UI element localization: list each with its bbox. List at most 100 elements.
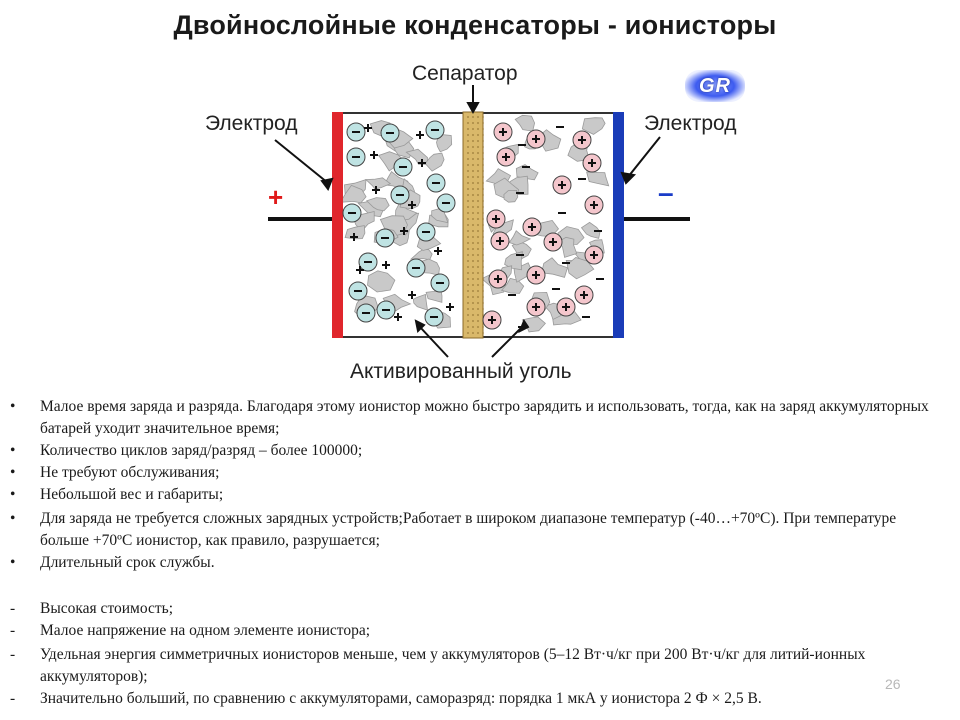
separator-grain (472, 134, 474, 136)
bullet-marker: • (10, 486, 16, 503)
separator-grain (467, 188, 469, 190)
separator-grain (472, 194, 474, 196)
carbon-particle (586, 171, 610, 187)
cation-ion (522, 217, 542, 237)
separator-grain (467, 170, 469, 172)
separator-grain (467, 218, 469, 220)
separator-grain (472, 224, 474, 226)
separator-grain (477, 296, 479, 298)
anion-ion (393, 157, 413, 177)
anion-ion (424, 307, 444, 327)
separator-grain (477, 212, 479, 214)
carbon-particle (424, 152, 445, 172)
separator-grain (467, 212, 469, 214)
separator-grain (467, 248, 469, 250)
cation-ion (582, 153, 602, 173)
separator-grain (477, 248, 479, 250)
disadvantage-text: Значительно больший, по сравнению с акку… (40, 690, 762, 707)
minus-terminal-sign: – (658, 177, 674, 208)
surface-plus-charge (446, 303, 454, 311)
separator-grain (477, 320, 479, 322)
carbon-particle (365, 197, 390, 212)
separator-grain (477, 260, 479, 262)
logo-text: GR (699, 74, 731, 97)
surface-plus-charge (418, 159, 426, 167)
separator-grain (472, 146, 474, 148)
advantage-text: Небольшой вес и габариты; (40, 486, 224, 503)
separator-grain (482, 182, 484, 184)
advantage-text: Малое время заряда и разряда. Благодаря … (40, 398, 929, 437)
separator-grain (472, 182, 474, 184)
carbon-particle (511, 241, 532, 261)
separator-grain (482, 260, 484, 262)
bullet-marker: • (10, 442, 16, 459)
separator-grain (467, 164, 469, 166)
separator-grain (472, 308, 474, 310)
separator-grain (467, 302, 469, 304)
separator-grain (482, 230, 484, 232)
separator-grain (482, 296, 484, 298)
disadvantage-text: Малое напряжение на одном элементе ионис… (40, 622, 371, 639)
surface-plus-charge (408, 291, 416, 299)
bullet-marker: • (10, 510, 16, 527)
surface-plus-charge (350, 233, 358, 241)
separator-grain (472, 296, 474, 298)
anion-ion (380, 123, 400, 143)
separator-grain (477, 158, 479, 160)
page-number: 26 (885, 676, 901, 692)
separator-grain (477, 278, 479, 280)
carbon-particle (344, 225, 366, 240)
separator-grain (472, 236, 474, 238)
separator-grain (472, 122, 474, 124)
separator-grain (477, 326, 479, 328)
separator-grain (467, 182, 469, 184)
separator-label: Сепаратор (412, 62, 518, 85)
cation-ion (552, 175, 572, 195)
separator-grain (467, 116, 469, 118)
separator-grain (482, 188, 484, 190)
separator-grain (467, 326, 469, 328)
separator-grain (467, 140, 469, 142)
separator-grain (477, 272, 479, 274)
separator-grain (472, 170, 474, 172)
separator-grain (467, 200, 469, 202)
anion-ion (356, 303, 376, 323)
separator-grain (482, 248, 484, 250)
separator-grain (477, 236, 479, 238)
separator-grain (482, 284, 484, 286)
carbon-particle (367, 270, 396, 293)
separator-grain (482, 152, 484, 154)
cation-ion (574, 285, 594, 305)
separator-grain (482, 224, 484, 226)
separator-grain (467, 152, 469, 154)
carbon-particle (580, 221, 601, 239)
separator-grain (482, 314, 484, 316)
surface-plus-charge (372, 186, 380, 194)
disadvantage-text: Удельная энергия симметричных ионисторов… (40, 646, 866, 685)
separator-grain (472, 242, 474, 244)
carbon-particle (364, 177, 392, 190)
dash-marker: - (10, 622, 16, 639)
separator-grain (477, 332, 479, 334)
separator-grain (477, 128, 479, 130)
separator-grain (477, 194, 479, 196)
separator-grain (472, 284, 474, 286)
surface-plus-charge (400, 227, 408, 235)
carbon-particle (412, 293, 428, 311)
separator-grain (482, 158, 484, 160)
separator-grain (482, 170, 484, 172)
right-electrode-label: Электрод (644, 112, 737, 135)
anion-ion (358, 252, 378, 272)
positive-electrode (332, 112, 343, 338)
separator-grain (472, 260, 474, 262)
cation-ion (488, 269, 508, 289)
separator-grain (482, 218, 484, 220)
plus-terminal-sign: + (268, 182, 284, 212)
separator-grain (482, 206, 484, 208)
gr-logo: GR (685, 70, 745, 102)
cation-ion (556, 297, 576, 317)
separator-grain (472, 128, 474, 130)
separator-grain (477, 170, 479, 172)
separator-grain (472, 158, 474, 160)
separator-grain (472, 206, 474, 208)
